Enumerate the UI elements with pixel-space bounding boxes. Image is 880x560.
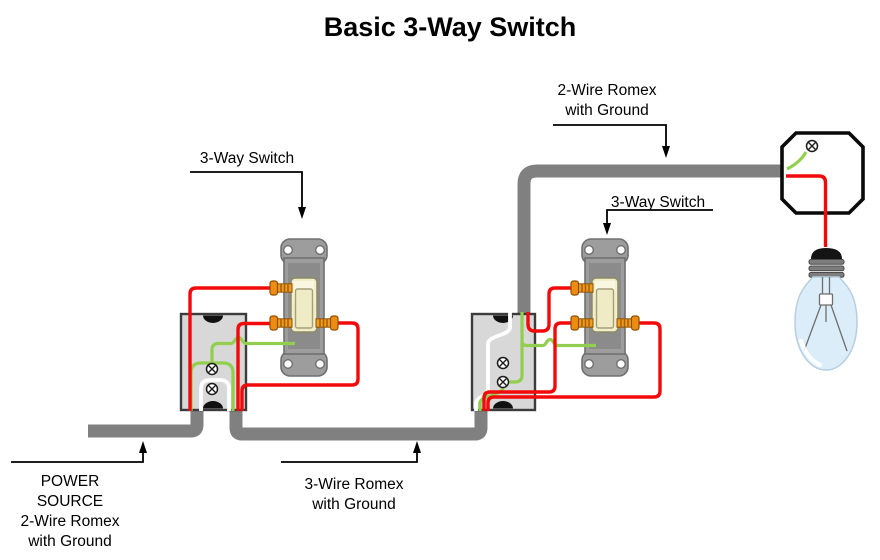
leader-lines [11, 124, 713, 463]
terminal-screw [570, 315, 594, 331]
arrowhead-switch-right [603, 223, 611, 235]
terminal-screw [269, 280, 293, 296]
terminal-screw [616, 315, 640, 331]
arrowhead-switch-left [298, 207, 306, 219]
light-bulb [794, 248, 858, 371]
three-way-switch-left [280, 238, 328, 377]
switch-toggle-paddle [595, 288, 615, 329]
mounting-hole [283, 244, 294, 255]
ceiling-octagon-box [780, 131, 865, 215]
red-hot-wire-to-bulb [786, 174, 828, 247]
red-traveler-wire [236, 321, 273, 411]
leader-power-source [11, 452, 144, 463]
red-traveler-wire [482, 321, 574, 411]
leader-romex-top [553, 124, 667, 146]
cable-clamp-top [203, 315, 224, 324]
label-romex-bottom-line1: 3-Wire Romex [304, 476, 404, 493]
bulb-filament-support [803, 304, 822, 352]
three-way-switch-right [581, 238, 629, 377]
bulb-cap [811, 248, 842, 259]
label-switch-right-text: 3-Way Switch [610, 194, 706, 211]
label-switch-right: 3-Way Switch [611, 193, 705, 213]
label-power-source-line2: SOURCE [36, 493, 104, 510]
leader-switch-left [190, 171, 303, 208]
green-ground-wire-to-switch [210, 335, 295, 362]
label-power-source-line1: POWER [40, 473, 100, 490]
white-neutral-wire [199, 378, 231, 411]
cable-power-source [88, 408, 204, 438]
ground-screw [496, 356, 510, 370]
arrowhead-romex-top [662, 146, 670, 158]
mounting-hole [315, 359, 326, 370]
red-traveler-wire-loop [240, 321, 360, 411]
label-power-source: POWER SOURCE 2-Wire Romex with Ground [20, 472, 119, 552]
romex-cables [88, 164, 783, 441]
green-ground-wire [786, 151, 808, 171]
red-hot-wire-to-light [526, 286, 574, 333]
bulb-filament-support [830, 304, 848, 352]
cable-3wire-romex [229, 408, 488, 441]
cable-clamp-bottom [493, 401, 513, 409]
green-ground-wire [508, 312, 524, 384]
ground-screw [205, 382, 219, 396]
switch-toggle-paddle [294, 288, 314, 329]
label-romex-top: 2-Wire Romex with Ground [557, 81, 656, 121]
mounting-hole [584, 244, 595, 255]
page-title: Basic 3-Way Switch [323, 12, 577, 42]
red-hot-wire-to-common [188, 286, 273, 411]
ground-screw [496, 375, 510, 389]
leader-switch-right [606, 209, 713, 224]
terminal-screw [315, 315, 339, 331]
arrowhead-power-source [139, 441, 147, 453]
white-neutral-wire [474, 312, 512, 411]
terminal-screws [269, 280, 640, 331]
mounting-hole [283, 359, 294, 370]
wires [188, 151, 828, 411]
ground-screw [805, 139, 819, 153]
cable-2wire-romex-to-light [517, 164, 783, 316]
arrowhead-romex-bottom [413, 441, 421, 453]
red-traveler-wire-loop [486, 321, 662, 411]
ground-screw [205, 362, 219, 376]
label-power-source-line3: 2-Wire Romex [20, 513, 120, 530]
ground-screws [205, 139, 819, 396]
leader-romex-bottom [281, 452, 418, 463]
mounting-hole [616, 359, 627, 370]
green-ground-wire [478, 386, 505, 411]
label-switch-left: 3-Way Switch [200, 149, 294, 169]
bulb-glass [794, 276, 858, 371]
bulb-filament-mount [818, 293, 834, 306]
label-switch-left-text: 3-Way Switch [199, 150, 295, 167]
mounting-hole [315, 244, 326, 255]
label-romex-bottom-line2: with Ground [312, 496, 396, 513]
bulb-thread [808, 259, 845, 265]
label-romex-top-line1: 2-Wire Romex [557, 82, 657, 99]
mounting-hole [584, 359, 595, 370]
bulb-highlight [798, 338, 823, 368]
label-power-source-line4: with Ground [28, 533, 112, 550]
terminal-screw [570, 280, 594, 296]
label-romex-top-line2: with Ground [565, 102, 649, 119]
label-romex-bottom: 3-Wire Romex with Ground [304, 475, 403, 515]
bulb-thread [808, 265, 845, 272]
mounting-hole [616, 244, 627, 255]
cable-clamp-top [493, 315, 513, 324]
cable-clamp-bottom [203, 401, 224, 409]
terminal-screw [269, 315, 293, 331]
